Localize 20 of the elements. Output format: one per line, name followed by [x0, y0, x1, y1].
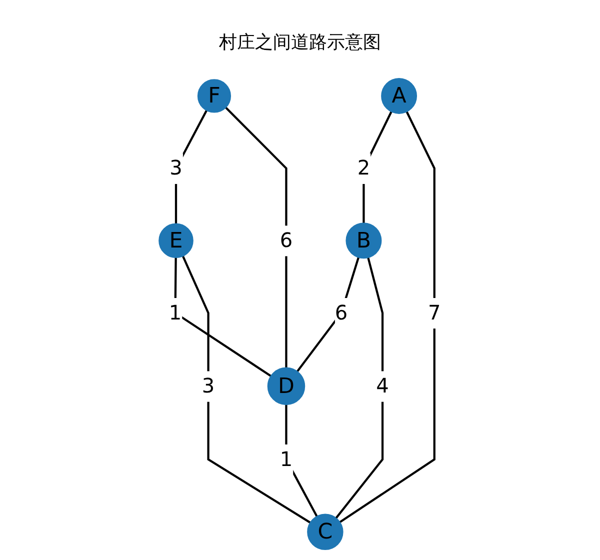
diagram-title: 村庄之间道路示意图: [219, 31, 381, 54]
node-circle: A: [381, 78, 418, 114]
edge-label: 3: [170, 156, 182, 180]
edge-label: 1: [168, 300, 182, 325]
node-circle: D: [267, 367, 306, 406]
node-circle: B: [346, 222, 382, 259]
connector: [296, 256, 360, 372]
node-circle: E: [158, 223, 194, 258]
node-circle: F: [197, 79, 232, 113]
node-circle: C: [307, 514, 344, 550]
connector: [335, 257, 384, 519]
edge-label: 2: [357, 156, 370, 180]
connector: [182, 255, 311, 524]
edge-label: 1: [280, 447, 293, 472]
edge-label: 3: [202, 374, 215, 398]
edge-label: 4: [376, 374, 389, 398]
edge-label: 6: [280, 228, 293, 252]
edge-label: 6: [334, 300, 348, 325]
connector: [224, 106, 288, 368]
edge-label: 7: [428, 300, 441, 325]
